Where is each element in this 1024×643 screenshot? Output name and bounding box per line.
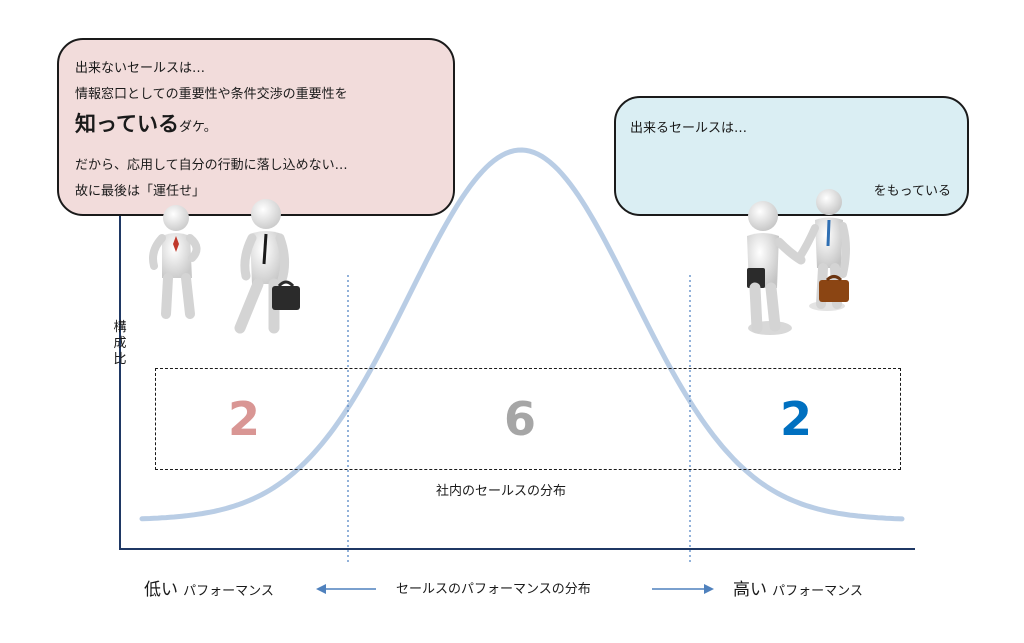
segment-mid-value: 6 [504, 392, 537, 446]
low-performer-figures [149, 199, 300, 334]
bell-curve [139, 147, 905, 522]
y-axis-char-1: 構 [113, 320, 127, 335]
walking-person-icon [234, 199, 300, 334]
left-bubble-bold: 知っている [75, 112, 179, 136]
high-performer-figures [747, 189, 850, 335]
arrow-left-head [316, 584, 326, 594]
box-caption: 社内のセールスの分布 [436, 484, 567, 499]
left-speech-bubble: 出来ないセールスは… 情報窓口としての重要性や条件交渉の重要性を 知っているダケ… [57, 38, 455, 216]
performance-distribution-label: セールスのパフォーマンスの分布 [396, 582, 591, 597]
high-label: 高い [733, 580, 767, 600]
y-axis-label: 構 成 比 [111, 320, 129, 368]
left-bubble-line1: 出来ないセールスは… [75, 61, 206, 76]
arrow-right-head [704, 584, 714, 594]
left-bubble-line5: 故に最後は「運任せ」 [75, 184, 206, 199]
left-bubble-line2: 情報窓口としての重要性や条件交渉の重要性を [75, 87, 348, 102]
confused-person-icon [149, 205, 201, 319]
handshake-person-left-icon [747, 201, 806, 334]
left-bubble-line4: だから、応用して自分の行動に落し込めない… [75, 158, 348, 173]
high-performance-text: パフォーマンス [772, 584, 863, 599]
y-axis-char-3: 比 [113, 352, 127, 367]
left-bubble-line3: 知っているダケ。 [75, 108, 217, 138]
low-label: 低い [144, 580, 178, 600]
high-performance-label: 高い パフォーマンス [733, 575, 863, 600]
segment-low-value: 2 [228, 392, 261, 446]
left-bubble-suffix: ダケ。 [178, 120, 217, 135]
low-performance-label: 低い パフォーマンス [144, 575, 274, 600]
segment-high-value: 2 [780, 392, 813, 446]
handshake-person-right-icon [795, 189, 850, 309]
right-speech-bubble: 出来るセールスは… をもっている [614, 96, 969, 216]
y-axis-char-2: 成 [113, 336, 127, 351]
segment-box [155, 368, 901, 470]
right-bubble-line3: をもっている [873, 184, 951, 199]
right-bubble-line1: 出来るセールスは… [630, 121, 748, 136]
low-performance-text: パフォーマンス [183, 584, 274, 599]
